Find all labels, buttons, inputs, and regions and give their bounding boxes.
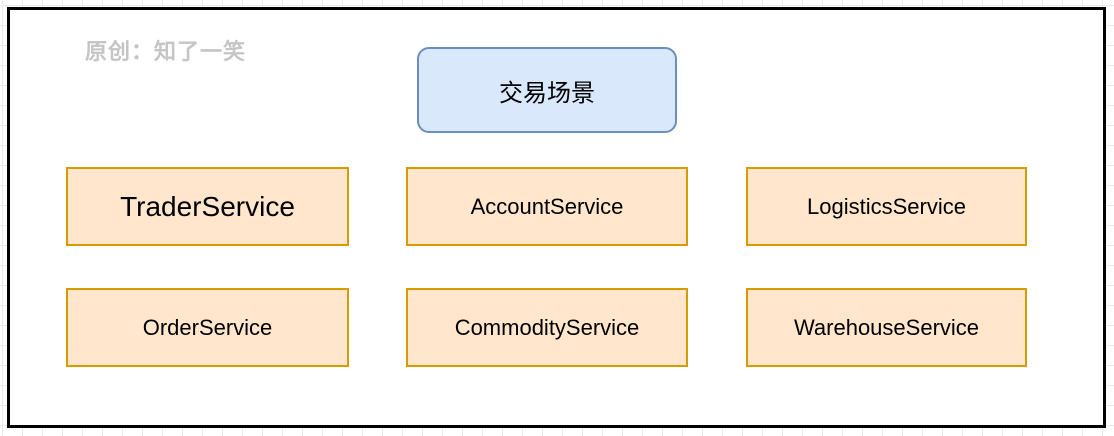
node-commodity-service-label: CommodityService [454,314,640,340]
node-warehouse-service-label: WarehouseService [793,314,980,340]
node-commodity-service: CommodityService [406,288,688,367]
node-order-service-label: OrderService [142,314,273,340]
node-account-service-label: AccountService [470,193,624,219]
node-trader-service-label: TraderService [120,190,295,222]
diagram-frame: 原创：知了一笑 交易场景 TraderService AccountServic… [7,7,1106,428]
node-warehouse-service: WarehouseService [746,288,1027,367]
node-logistics-service: LogisticsService [746,167,1027,246]
node-trade-scenario: 交易场景 [417,47,677,133]
node-order-service: OrderService [66,288,349,367]
node-trade-scenario-label: 交易场景 [499,79,595,107]
node-trader-service: TraderService [66,167,349,246]
node-logistics-service-label: LogisticsService [807,193,966,219]
watermark: 原创：知了一笑 [85,39,247,64]
node-account-service: AccountService [406,167,688,246]
